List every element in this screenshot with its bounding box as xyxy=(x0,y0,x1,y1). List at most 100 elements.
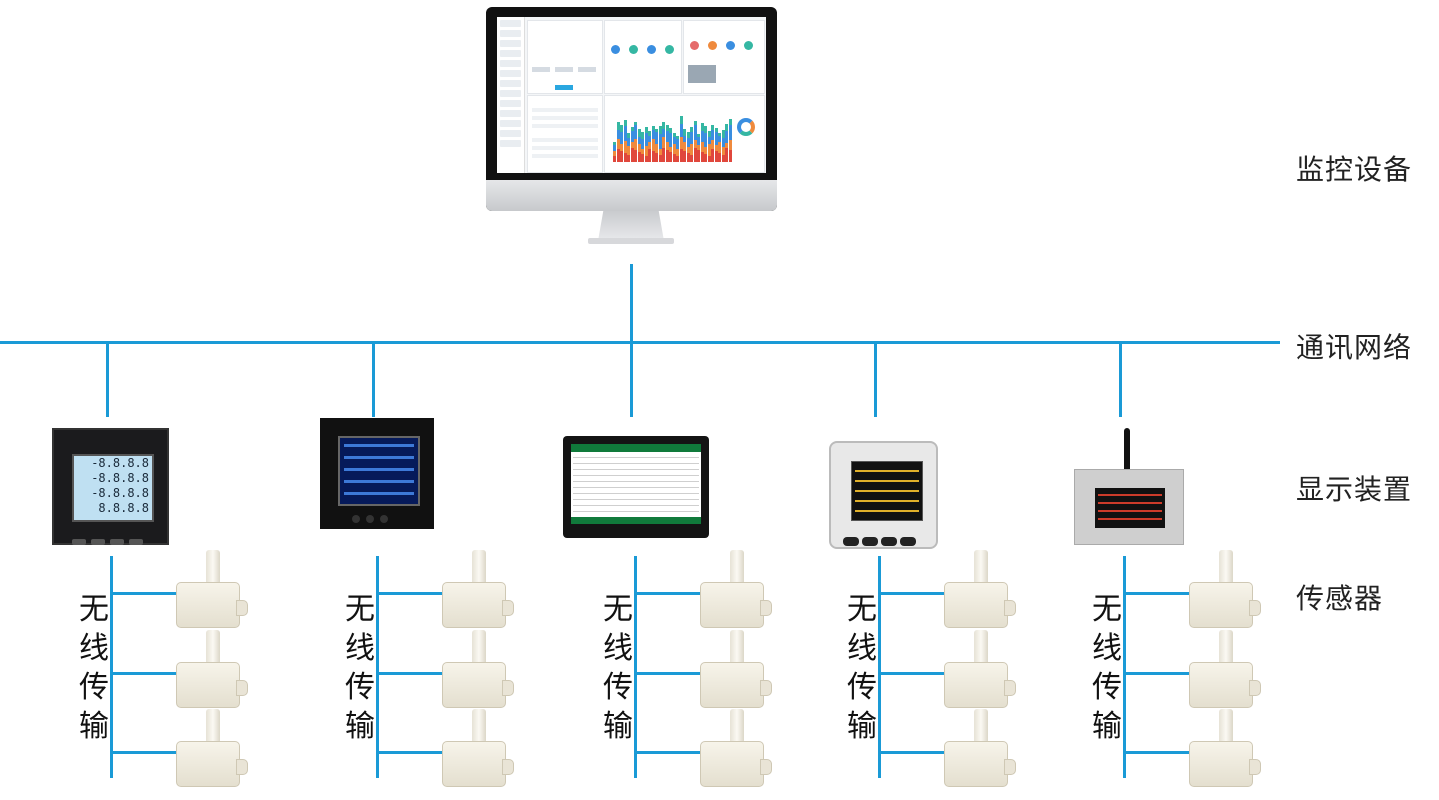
mini-chart-bar xyxy=(662,122,665,129)
wireless-char: 输 xyxy=(1092,709,1122,744)
sensor-probe xyxy=(1219,630,1233,672)
panel-screen-display xyxy=(338,436,420,506)
mini-chart-bar xyxy=(637,144,641,152)
display-device-monitor-unit xyxy=(829,441,938,549)
mini-chart-bar xyxy=(707,137,711,144)
mini-chart-bar xyxy=(627,138,630,146)
mini-chart-bar xyxy=(613,145,616,151)
sensor-mount-ear xyxy=(502,600,514,616)
mini-chart-bar xyxy=(641,132,644,139)
mini-chart-bar xyxy=(623,126,627,141)
wireless-char: 传 xyxy=(345,670,375,705)
sensor-housing xyxy=(1189,582,1253,628)
mini-chart-bar xyxy=(693,140,697,148)
dashboard-donut xyxy=(737,118,755,136)
mini-chart-bar xyxy=(623,141,627,153)
mini-chart-bar xyxy=(630,142,634,148)
wireless-char: 无 xyxy=(603,592,633,627)
wireless-char: 传 xyxy=(1092,670,1122,705)
sensor-branch-line xyxy=(376,592,444,595)
mini-chart-bar xyxy=(686,138,690,147)
wireless-char: 线 xyxy=(603,631,633,666)
mini-chart-bar xyxy=(707,156,711,162)
mini-chart-bar xyxy=(700,142,704,152)
display-device-touch-tablet xyxy=(563,436,709,538)
display-device-wireless-unit xyxy=(1074,469,1184,545)
sensor-housing xyxy=(944,662,1008,708)
wireless-char: 无 xyxy=(345,592,375,627)
sensor-housing xyxy=(442,662,506,708)
label-monitoring: 监控设备 xyxy=(1296,153,1413,186)
mini-chart-bar xyxy=(648,131,651,136)
mini-chart-bar xyxy=(693,121,697,125)
mini-chart-bar xyxy=(669,152,672,162)
sensor-mount-ear xyxy=(502,759,514,775)
wireless-char: 输 xyxy=(345,709,375,744)
wireless-transmission-label-3: 无线传输 xyxy=(598,590,638,746)
mini-chart-bar xyxy=(634,139,637,150)
mini-chart-bar xyxy=(637,137,641,144)
mini-chart-bar xyxy=(714,151,718,162)
sensor-probe xyxy=(730,550,744,592)
sensor-bus-line-4 xyxy=(878,556,881,778)
drop-line-1 xyxy=(106,341,109,417)
mini-chart-bar xyxy=(725,124,728,131)
mini-chart-bar xyxy=(725,148,728,162)
mini-chart-bar xyxy=(644,133,648,146)
mini-chart-bar xyxy=(693,125,697,140)
sensor-mount-ear xyxy=(1004,680,1016,696)
sensor-housing xyxy=(1189,662,1253,708)
sensor-probe xyxy=(974,709,988,751)
sensor-probe xyxy=(472,709,486,751)
mini-chart-bar xyxy=(676,149,679,156)
temperature-humidity-sensor xyxy=(944,709,1016,789)
mini-chart-bar xyxy=(672,133,676,137)
mini-chart-bar xyxy=(665,131,669,142)
mini-chart-bar xyxy=(714,145,718,151)
sensor-housing xyxy=(176,582,240,628)
mini-chart-bar xyxy=(718,153,721,162)
wireless-char: 传 xyxy=(603,670,633,705)
mini-chart-bar xyxy=(641,149,644,154)
wireless-unit-screen xyxy=(1095,488,1165,528)
temperature-humidity-sensor xyxy=(1189,709,1261,789)
mini-chart-bar xyxy=(620,125,623,132)
mini-chart-bar xyxy=(728,140,732,150)
mini-chart-bar xyxy=(728,119,732,125)
mini-chart-bar xyxy=(711,140,714,149)
mini-chart-bar xyxy=(683,136,686,142)
mini-chart-bar xyxy=(711,149,714,162)
mini-chart-bar xyxy=(623,153,627,162)
sensor-housing xyxy=(700,582,764,628)
mini-chart-bar xyxy=(616,139,620,149)
wireless-transmission-label-5: 无线传输 xyxy=(1087,590,1127,746)
dashboard-bar-chart xyxy=(613,112,732,162)
temperature-humidity-sensor xyxy=(442,709,514,789)
mini-chart-bar xyxy=(669,133,672,147)
mini-chart-bar xyxy=(616,122,620,130)
mini-chart-bar xyxy=(627,146,630,155)
mini-chart-bar xyxy=(630,131,634,142)
sensor-mount-ear xyxy=(1004,759,1016,775)
mini-chart-bar xyxy=(655,132,658,144)
sensor-branch-line xyxy=(878,592,946,595)
monitor-uplink-line xyxy=(630,264,633,344)
mini-chart-bar xyxy=(690,132,693,144)
wireless-char: 输 xyxy=(603,709,633,744)
temperature-humidity-sensor xyxy=(176,709,248,789)
wireless-char: 输 xyxy=(79,709,109,744)
mini-chart-bar xyxy=(679,116,683,124)
sensor-probe xyxy=(1219,709,1233,751)
sensor-branch-line xyxy=(1123,672,1191,675)
mini-chart-bar xyxy=(697,145,700,150)
wireless-char: 线 xyxy=(345,631,375,666)
mini-chart-bar xyxy=(620,132,623,144)
mini-chart-bar xyxy=(690,127,693,132)
sensor-branch-line xyxy=(1123,592,1191,595)
mini-chart-bar xyxy=(676,136,679,139)
sensor-housing xyxy=(176,741,240,787)
sensor-mount-ear xyxy=(1249,680,1261,696)
mini-chart-bar xyxy=(630,127,634,131)
mini-chart-bar xyxy=(683,142,686,151)
